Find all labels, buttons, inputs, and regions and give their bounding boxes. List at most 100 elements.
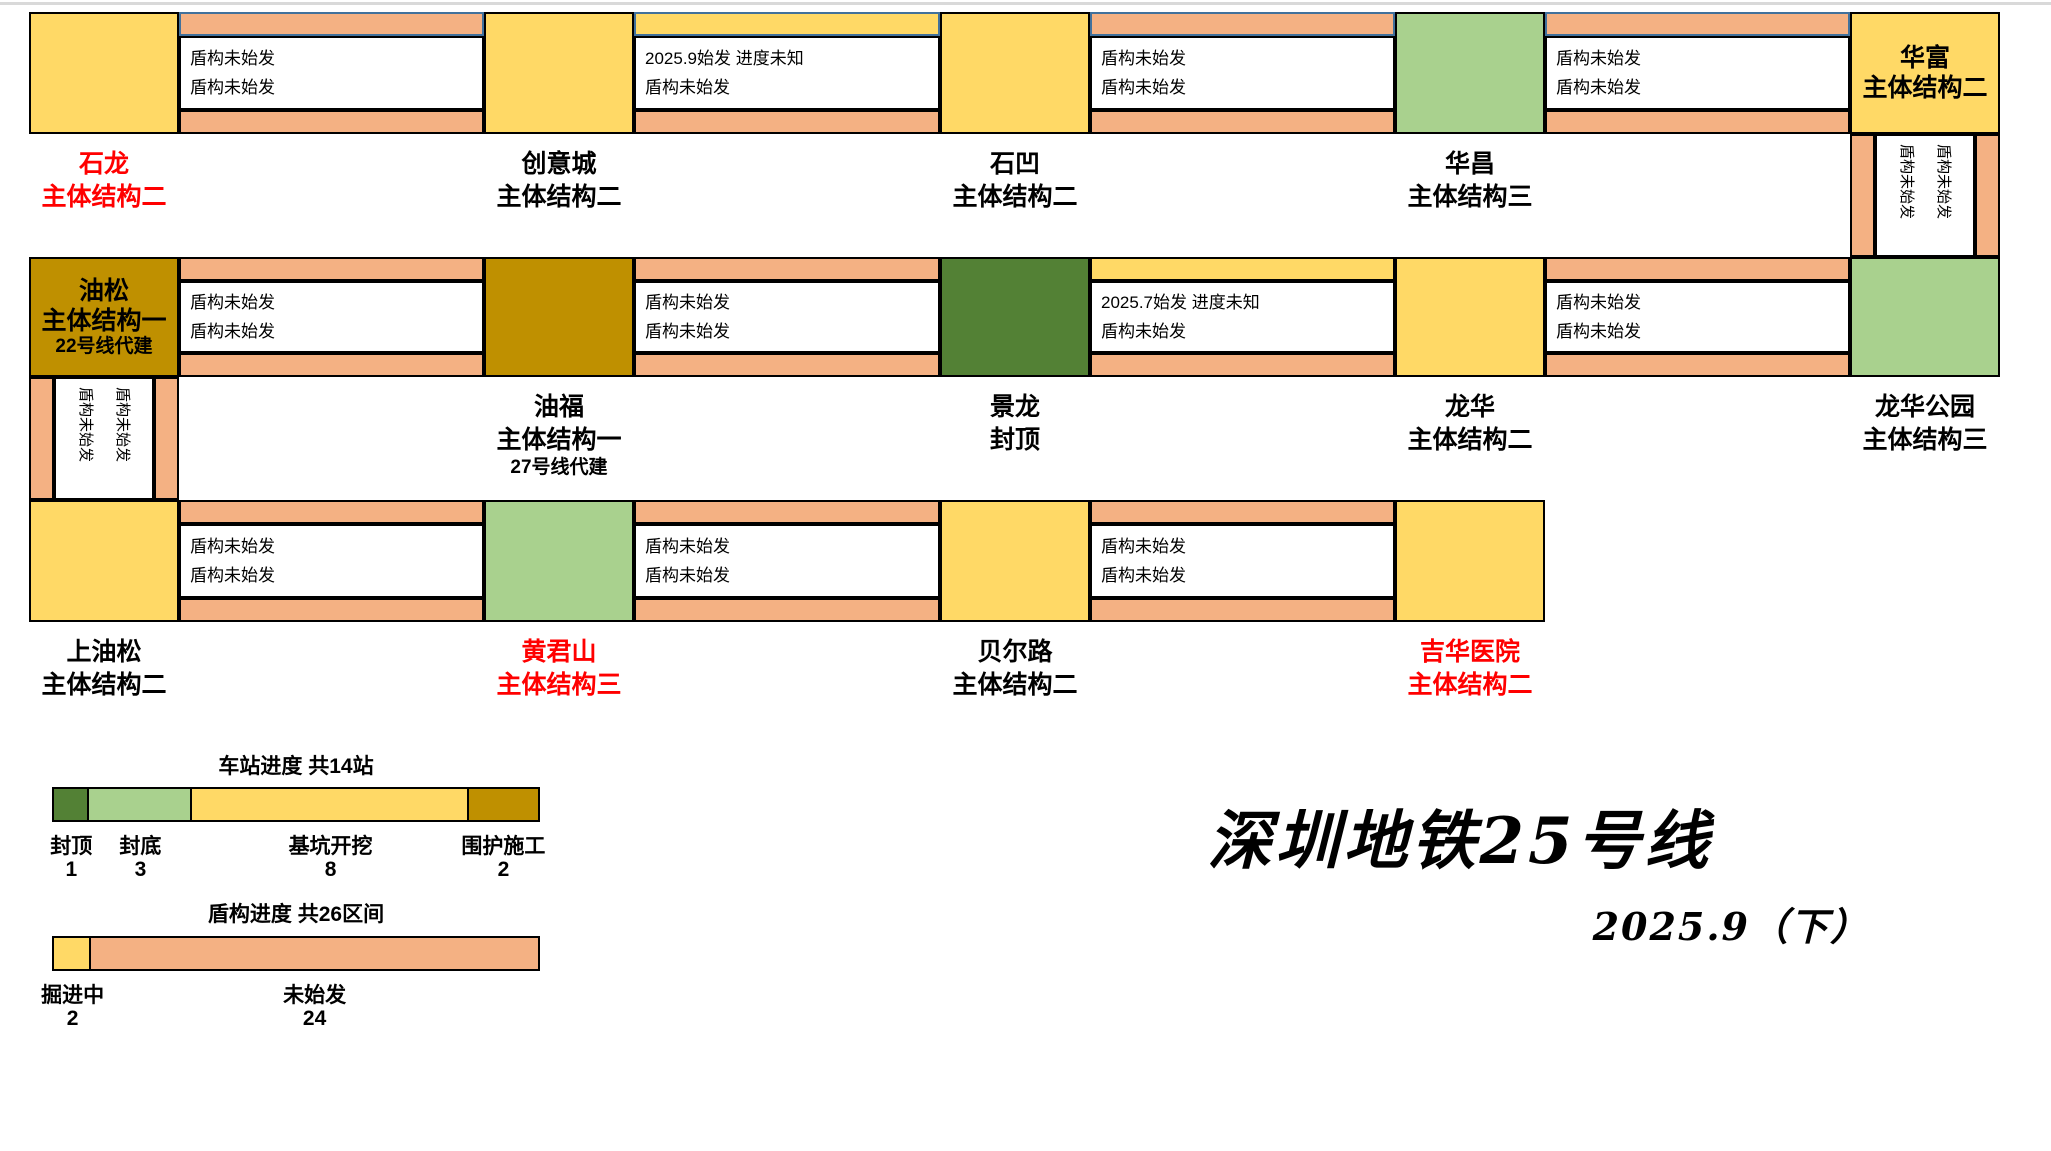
legend-label-封底: 封底 [119,835,162,858]
station-shiao [940,12,1090,134]
station-chuangyicheng [484,12,634,134]
station-label-chuangyicheng: 创意城主体结构二 [409,148,709,213]
station-label-shilong-line: 主体结构二 [41,182,167,211]
tunnel-status-text-vertical: 盾构未始发 [77,387,94,463]
tunnel-bottom-bar-r1-c2 [1090,353,1395,377]
station-huangjunshan [484,500,634,622]
tunnel-bottom-bar-r0-c3 [1545,110,1850,134]
tunnel-status-box-r1-c3: 盾构未始发盾构未始发 [1545,281,1850,353]
station-name-yousong-line: 主体结构一 [41,306,167,335]
legend-swatch-封顶 [54,789,89,820]
tunnel-top-bar-r0-c1 [634,12,940,36]
tunnel-top-bar-r1-c3 [1545,257,1850,281]
tunnel-bottom-bar-r1-c0 [179,353,484,377]
tunnel-status-text: 盾构未始发 [190,321,275,341]
tunnel-status-text: 盾构未始发 [1101,566,1186,585]
tunnel-bottom-bar-r2-c0 [179,598,484,622]
legend-label-基坑开挖: 基坑开挖 [288,835,373,858]
station-longhua [1395,257,1545,377]
tunnel-top-bar-r1-c1 [634,257,940,281]
tunnel-status-box-r0-c2: 盾构未始发盾构未始发 [1090,36,1395,110]
station-label-beierlu-line: 主体结构二 [952,670,1078,699]
tunnel-left-bar-huafu-longhuagongyuan [1850,134,1875,257]
station-label-huachang-line: 华昌 [1444,150,1495,178]
station-jihuayiyuan [1395,500,1545,622]
station-name-huafu: 华富主体结构二 [1862,43,1987,103]
tunnel-top-bar-r2-c1 [634,500,940,524]
tunnel-status-text: 盾构未始发 [645,537,730,556]
legend-label-封顶: 封顶 [50,835,93,858]
station-label-jihuayiyuan-line: 主体结构二 [1407,670,1533,699]
legend-count-封顶: 1 [65,858,78,881]
legend-count-掘进中: 2 [66,1007,79,1030]
tunnel-status-text: 2025.9始发 进度未知 [645,49,804,68]
station-label-shilong-line: 石龙 [78,150,129,178]
station-label-longhuagongyuan-line: 龙华公园 [1874,393,1975,421]
tunnel-status-text: 盾构未始发 [645,293,730,313]
station-label-longhuagongyuan: 龙华公园主体结构三 [1775,391,2051,456]
tunnel-top-bar-r1-c2 [1090,257,1395,281]
tunnel-right-bar-huafu-longhuagongyuan [1975,134,2000,257]
station-label-shiao: 石凹主体结构二 [865,148,1165,213]
tunnel-bottom-bar-r1-c3 [1545,353,1850,377]
station-label-chuangyicheng-line: 主体结构二 [496,182,622,211]
tunnel-status-text: 盾构未始发 [1556,321,1641,341]
tunnel-status-text: 2025.7始发 进度未知 [1101,293,1260,313]
station-label-huangjunshan-line: 黄君山 [521,638,597,666]
tunnel-bottom-bar-r1-c1 [634,353,940,377]
station-label-shangyousong-line: 主体结构二 [41,670,167,699]
tunnel-status-text: 盾构未始发 [645,321,730,341]
station-label-longhua: 龙华主体结构二 [1320,391,1620,456]
tunnel-status-box-r2-c1: 盾构未始发盾构未始发 [634,524,940,598]
station-huafu: 华富主体结构二 [1850,12,2000,134]
tunnel-status-box-huafu-longhuagongyuan: 盾构未始发 盾构未始发 [1875,134,1975,257]
legend-label-围护施工: 围护施工 [461,835,546,858]
tunnel-top-bar-r0-c2 [1090,12,1395,36]
legend-count-封底: 3 [134,858,147,881]
station-label-huangjunshan-line: 主体结构三 [496,670,622,699]
station-label-shangyousong-line: 上油松 [66,638,142,666]
legend-title-0: 车站进度 共14站 [218,755,374,778]
tunnel-status-text: 盾构未始发 [1101,78,1186,97]
tunnel-status-box-r0-c3: 盾构未始发盾构未始发 [1545,36,1850,110]
station-label-longhua-line: 主体结构二 [1407,425,1533,454]
legend-swatch-掘进中 [54,938,92,969]
tunnel-bottom-bar-r0-c1 [634,110,940,134]
legend-label-掘进中: 掘进中 [41,984,105,1007]
tunnel-status-text: 盾构未始发 [190,78,275,97]
legend-title-1: 盾构进度 共26区间 [207,903,385,926]
top-divider-rule [0,2,2051,5]
station-label-huachang-line: 主体结构三 [1407,182,1533,211]
tunnel-status-text: 盾构未始发 [190,49,275,68]
station-name-huafu-line: 华富 [1899,44,1950,72]
station-label-shiao-line: 主体结构二 [952,182,1078,211]
legend-swatch-围护施工 [468,789,538,820]
station-label-shilong: 石龙主体结构二 [0,148,254,213]
tunnel-status-box-r0-c0: 盾构未始发盾构未始发 [179,36,484,110]
station-label-youfu-line: 27号线代建 [510,457,608,478]
station-longhuagongyuan [1850,257,2000,377]
tunnel-status-text-vertical: 盾构未始发 [1898,144,1915,220]
legend-bar-1 [52,936,540,971]
tunnel-status-text: 盾构未始发 [1101,321,1186,341]
tunnel-status-text: 盾构未始发 [645,566,730,585]
tunnel-status-text-vertical: 盾构未始发 [1935,144,1952,220]
main-title: 深圳地铁25号线 [1207,804,1713,879]
tunnel-status-text-vertical: 盾构未始发 [114,387,131,463]
station-label-shiao-line: 石凹 [989,150,1040,178]
legend-count-围护施工: 2 [497,858,510,881]
station-label-shangyousong: 上油松主体结构二 [0,636,254,701]
tunnel-top-bar-r0-c3 [1545,12,1850,36]
tunnel-left-bar-yousong-shangyousong [29,377,54,500]
report-date: 2025.9（下） [1592,904,1870,949]
station-label-jinglong-line: 封顶 [989,425,1040,454]
legend-swatch-基坑开挖 [192,789,469,820]
tunnel-status-text: 盾构未始发 [645,78,730,97]
station-label-beierlu-line: 贝尔路 [977,638,1053,666]
tunnel-status-box-yousong-shangyousong: 盾构未始发 盾构未始发 [54,377,154,500]
tunnel-status-box-r1-c2: 2025.7始发 进度未知盾构未始发 [1090,281,1395,353]
legend-count-未始发: 24 [302,1007,327,1030]
